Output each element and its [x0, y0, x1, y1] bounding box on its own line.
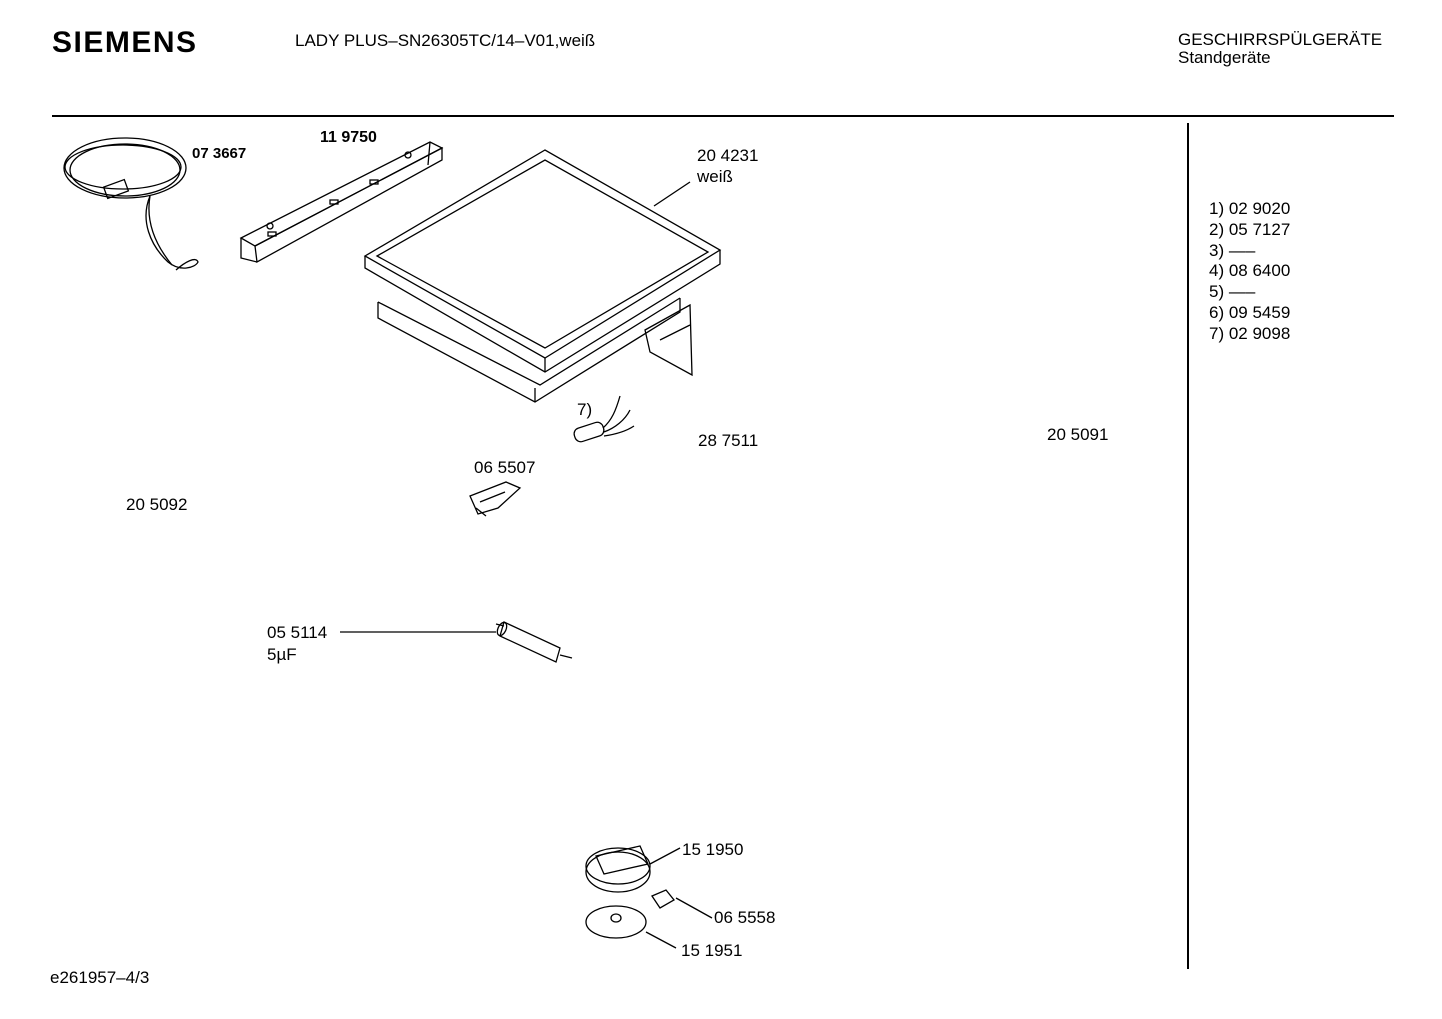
label-wire-index: 7) [577, 400, 593, 419]
legend-item: 3) —– [1209, 240, 1256, 260]
label-knob-disc: 15 1951 [681, 941, 743, 960]
brand-logo: SIEMENS [52, 26, 198, 59]
label-hose: 07 3667 [192, 145, 247, 162]
legend-item: 2) 05 7127 [1209, 219, 1291, 239]
label-knob-plug: 06 5558 [714, 908, 776, 927]
legend: 1) 02 9020 2) 05 7127 3) —– 4) 08 6400 5… [1209, 199, 1290, 345]
capacitor-drawing [340, 621, 573, 663]
label-wire: 28 7511 [698, 431, 759, 450]
label-205091: 20 5091 [1047, 425, 1109, 444]
label-205092: 20 5092 [126, 495, 188, 514]
label-worktop-color: weiß [697, 167, 733, 186]
knob-drawing [585, 181, 713, 949]
category-line2: Standgeräte [1178, 48, 1271, 67]
label-clip: 06 5507 [474, 458, 536, 477]
legend-item: 1) 02 9020 [1209, 199, 1291, 218]
header-divider [52, 115, 1394, 117]
wire-drawing [573, 395, 635, 443]
legend-item: 6) 09 5459 [1209, 302, 1291, 322]
label-knob-base: 15 1950 [682, 840, 744, 859]
rail-drawing [239, 141, 444, 264]
legend-divider [1187, 123, 1189, 969]
model-title: LADY PLUS–SN26305TC/14–V01,weiß [295, 31, 596, 50]
clip-drawing [469, 481, 522, 517]
hose-drawing [63, 137, 199, 271]
legend-item: 4) 08 6400 [1209, 261, 1291, 281]
legend-item: 7) 02 9098 [1209, 323, 1291, 343]
label-rail: 11 9750 [320, 129, 377, 146]
worktop-drawing [363, 149, 722, 403]
legend-item: 5) —– [1209, 282, 1256, 302]
label-worktop: 20 4231 [697, 146, 759, 165]
label-capacitor: 05 5114 [267, 623, 328, 642]
document-id: e261957–4/3 [50, 968, 150, 987]
category: GESCHIRRSPÜLGERÄTE Standgeräte [1178, 31, 1382, 67]
category-line1: GESCHIRRSPÜLGERÄTE [1178, 30, 1383, 49]
label-capacitor-value: 5µF [267, 645, 297, 664]
